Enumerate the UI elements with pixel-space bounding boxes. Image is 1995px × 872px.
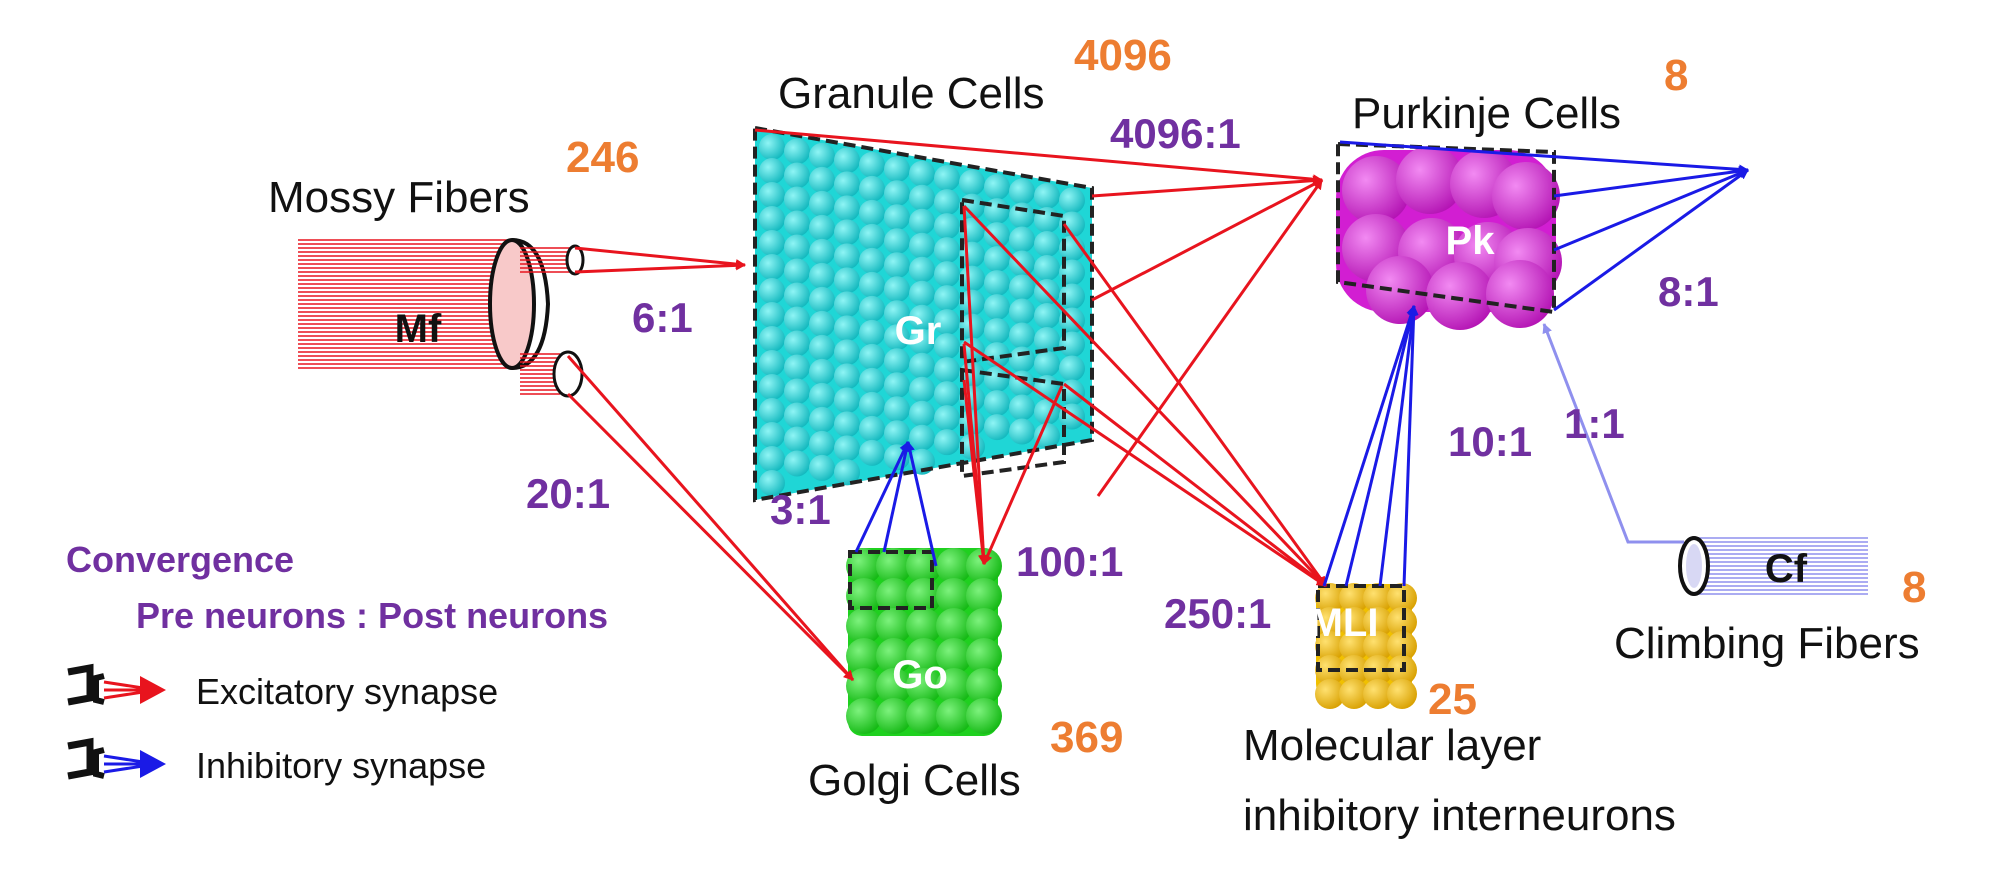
mossy-abbr: Mf (395, 307, 442, 351)
climbing-count: 8 (1902, 563, 1926, 612)
legend: Convergence Pre neurons : Post neurons E… (66, 539, 608, 786)
golgi-abbr: Go (892, 653, 948, 697)
ratio-granule-purkinje: 4096:1 (1110, 110, 1241, 157)
mf-to-golgi-arrows (566, 355, 855, 682)
golgi-count: 369 (1050, 713, 1123, 762)
mli-abbr: MLI (1310, 601, 1379, 645)
legend-excitatory-label: Excitatory synapse (196, 671, 498, 712)
ratio-purkinje-output: 8:1 (1658, 268, 1719, 315)
inhibitory-synapse-icon (67, 737, 166, 780)
ratio-mf-granule: 6:1 (632, 294, 693, 341)
ratio-golgi-granule: 3:1 (770, 486, 831, 533)
ratio-climbing-purkinje: 1:1 (1564, 400, 1625, 447)
golgi-cell-cluster (846, 548, 1002, 736)
legend-inhibitory-label: Inhibitory synapse (196, 745, 486, 786)
purkinje-cell-cluster (1336, 141, 1562, 330)
legend-title: Convergence (66, 539, 294, 580)
purkinje-output-arrows (1339, 140, 1749, 312)
granule-label: Granule Cells (778, 69, 1045, 118)
golgi-label: Golgi Cells (808, 756, 1021, 805)
mossy-count: 246 (566, 133, 639, 182)
ratio-granule-golgi: 100:1 (1016, 538, 1123, 585)
mossy-label: Mossy Fibers (268, 173, 530, 222)
mli-label-line1: Molecular layer (1243, 721, 1541, 770)
purkinje-abbr: Pk (1446, 219, 1496, 263)
purkinje-count: 8 (1664, 51, 1688, 100)
granule-to-golgi-arrows (962, 205, 1064, 565)
climbing-label: Climbing Fibers (1614, 619, 1920, 668)
mli-label-line2: inhibitory interneurons (1243, 791, 1676, 840)
mli-cell-cluster (1315, 583, 1417, 709)
legend-subtitle: Pre neurons : Post neurons (136, 595, 608, 636)
excitatory-synapse-icon (67, 663, 166, 706)
mf-to-granule-arrows (574, 246, 746, 274)
ratio-mli-purkinje: 10:1 (1448, 418, 1532, 465)
granule-cell-block (753, 125, 1094, 503)
granule-to-purkinje-arrows (754, 128, 1324, 497)
mli-count: 25 (1428, 675, 1477, 724)
granule-count: 4096 (1074, 31, 1172, 80)
ratio-granule-mli: 250:1 (1164, 590, 1271, 637)
ratio-mf-golgi: 20:1 (526, 470, 610, 517)
climbing-abbr: Cf (1765, 547, 1808, 591)
golgi-to-granule-arrows (854, 441, 938, 567)
climbing-fiber-bundle (1678, 536, 1868, 596)
mli-to-purkinje-arrows (1322, 305, 1419, 587)
granule-to-mli-arrows (962, 204, 1328, 588)
granule-abbr: Gr (895, 309, 942, 353)
climbing-to-purkinje-arrow (1542, 323, 1684, 544)
purkinje-label: Purkinje Cells (1352, 89, 1621, 138)
